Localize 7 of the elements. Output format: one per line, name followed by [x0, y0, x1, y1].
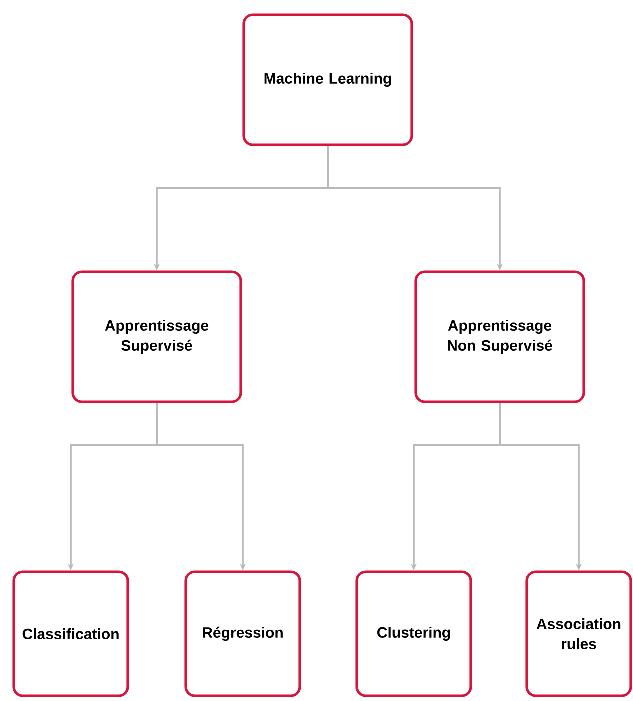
process-box: Association rules [526, 570, 632, 698]
process-box: Régression [184, 570, 302, 698]
process-box: Apprentissage Non Supervisé [414, 270, 586, 404]
process-box: Classification [12, 570, 130, 698]
process-box: Clustering [356, 570, 472, 698]
process-box: Machine Learning [242, 14, 414, 146]
process-box: Apprentissage Supervisé [72, 270, 242, 404]
